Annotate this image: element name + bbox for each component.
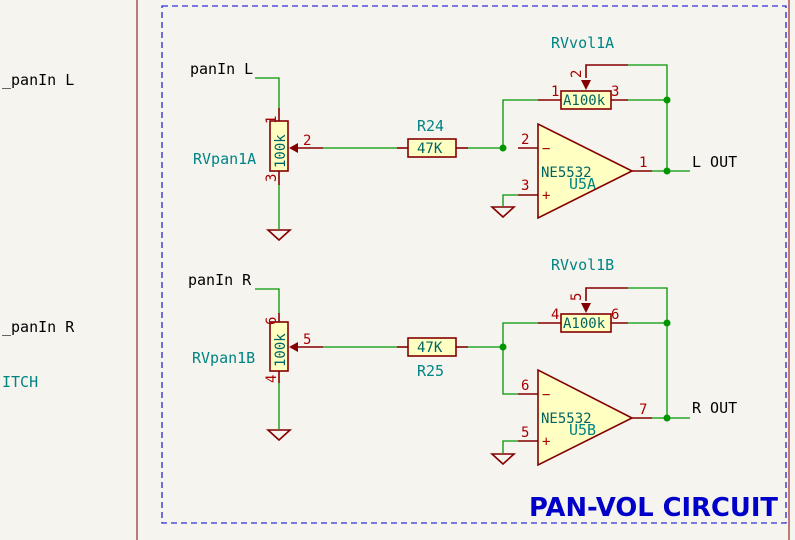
pin-number: 6: [611, 307, 619, 323]
junction-dot: [663, 167, 671, 175]
channel-a: panIn L 100k 1 3 2 RVpan1A 47K R24: [190, 34, 737, 242]
pot-ref: RVpan1A: [193, 150, 256, 168]
opamp-u5b[interactable]: 6 5 7 − + NE5532 U5B: [518, 368, 652, 467]
wire[interactable]: [502, 99, 538, 148]
wiper-arrow: [581, 80, 591, 90]
opamp-u5a[interactable]: 2 3 1 − + NE5532 U5A: [518, 122, 652, 220]
pin-number: 4: [551, 307, 559, 323]
pin-number: 6: [264, 317, 280, 325]
pin-number: 2: [569, 70, 585, 78]
pin-number: 3: [521, 178, 529, 194]
pan-pot-b[interactable]: 100k 6 4 5 RVpan1B: [192, 313, 323, 383]
opamp-minus-sign: −: [542, 387, 550, 403]
opamp-body: [537, 368, 634, 467]
opamp-plus-sign: +: [542, 434, 550, 450]
wire[interactable]: [628, 64, 668, 100]
pot-value: 100k: [273, 333, 289, 367]
resistor-r24[interactable]: 47K R24: [397, 117, 468, 158]
pot-value: 100k: [273, 134, 289, 168]
resistor-ref: R24: [417, 117, 444, 135]
pin-number: 5: [569, 293, 585, 301]
opamp-value: NE5532: [541, 165, 592, 181]
wiper-arrow: [581, 303, 591, 313]
sheet-title: PAN-VOL CIRCUIT: [529, 493, 778, 523]
wire[interactable]: [502, 322, 538, 347]
channel-b: panIn R 100k 6 4 5 RVpan1B 47K R25: [188, 256, 737, 467]
wiper-lead: [585, 64, 628, 78]
wire[interactable]: [628, 287, 668, 323]
net-label-l-out[interactable]: L OUT: [692, 153, 737, 171]
pot-value: A100k: [563, 93, 606, 109]
opamp-value: NE5532: [541, 411, 592, 427]
pin-number: 5: [521, 425, 529, 441]
pot-value: A100k: [563, 316, 606, 332]
pin-number: 3: [264, 174, 280, 182]
left-label-switch: ITCH: [2, 373, 38, 391]
junction-dot: [663, 414, 671, 422]
resistor-value: 47K: [417, 141, 443, 157]
pot-ref: RVvol1B: [551, 256, 614, 274]
wire[interactable]: [255, 288, 280, 313]
net-label-panin-l[interactable]: panIn L: [190, 60, 253, 78]
ground-symbol: [489, 206, 517, 219]
ground-symbol: [489, 453, 517, 466]
pan-pot-a[interactable]: 100k 1 3 2 RVpan1A: [193, 108, 323, 185]
opamp-body: [537, 122, 634, 220]
wire[interactable]: [255, 77, 280, 108]
vol-pot-b[interactable]: RVvol1B A100k 4 6 5: [538, 256, 628, 333]
pot-ref: RVpan1B: [192, 349, 255, 367]
pin-number: 3: [611, 84, 619, 100]
wiper-arrow: [289, 143, 298, 153]
opamp-minus-sign: −: [542, 141, 550, 157]
resistor-ref: R25: [417, 362, 444, 380]
wire[interactable]: [502, 194, 518, 206]
net-label-panin-r[interactable]: panIn R: [188, 271, 252, 289]
wire[interactable]: [502, 440, 518, 453]
left-net-label-panin-l[interactable]: _panIn L: [2, 71, 74, 89]
resistor-r25[interactable]: 47K R25: [397, 337, 468, 380]
left-net-label-panin-r[interactable]: _panIn R: [2, 318, 75, 336]
pin-number: 1: [264, 116, 280, 124]
pin-number: 5: [303, 332, 311, 348]
ground-symbol: [265, 229, 293, 242]
pin-number: 6: [521, 378, 529, 394]
net-label-r-out[interactable]: R OUT: [692, 399, 737, 417]
ground-symbol: [265, 429, 293, 442]
pin-number: 1: [639, 155, 647, 171]
pin-number: 4: [264, 375, 280, 383]
vol-pot-a[interactable]: RVvol1A A100k 1 3 2: [538, 34, 628, 110]
pin-number: 1: [551, 84, 559, 100]
opamp-ref: U5B: [569, 421, 596, 439]
wiper-lead: [585, 287, 628, 301]
sheet-boundary[interactable]: [161, 5, 787, 524]
resistor-value: 47K: [417, 340, 443, 356]
wiper-arrow: [289, 342, 298, 352]
opamp-plus-sign: +: [542, 188, 550, 204]
pin-number: 7: [639, 402, 647, 418]
pin-number: 2: [521, 132, 529, 148]
opamp-ref: U5A: [569, 175, 596, 193]
wire[interactable]: [502, 347, 518, 395]
pin-number: 2: [303, 133, 311, 149]
pot-ref: RVvol1A: [551, 34, 614, 52]
